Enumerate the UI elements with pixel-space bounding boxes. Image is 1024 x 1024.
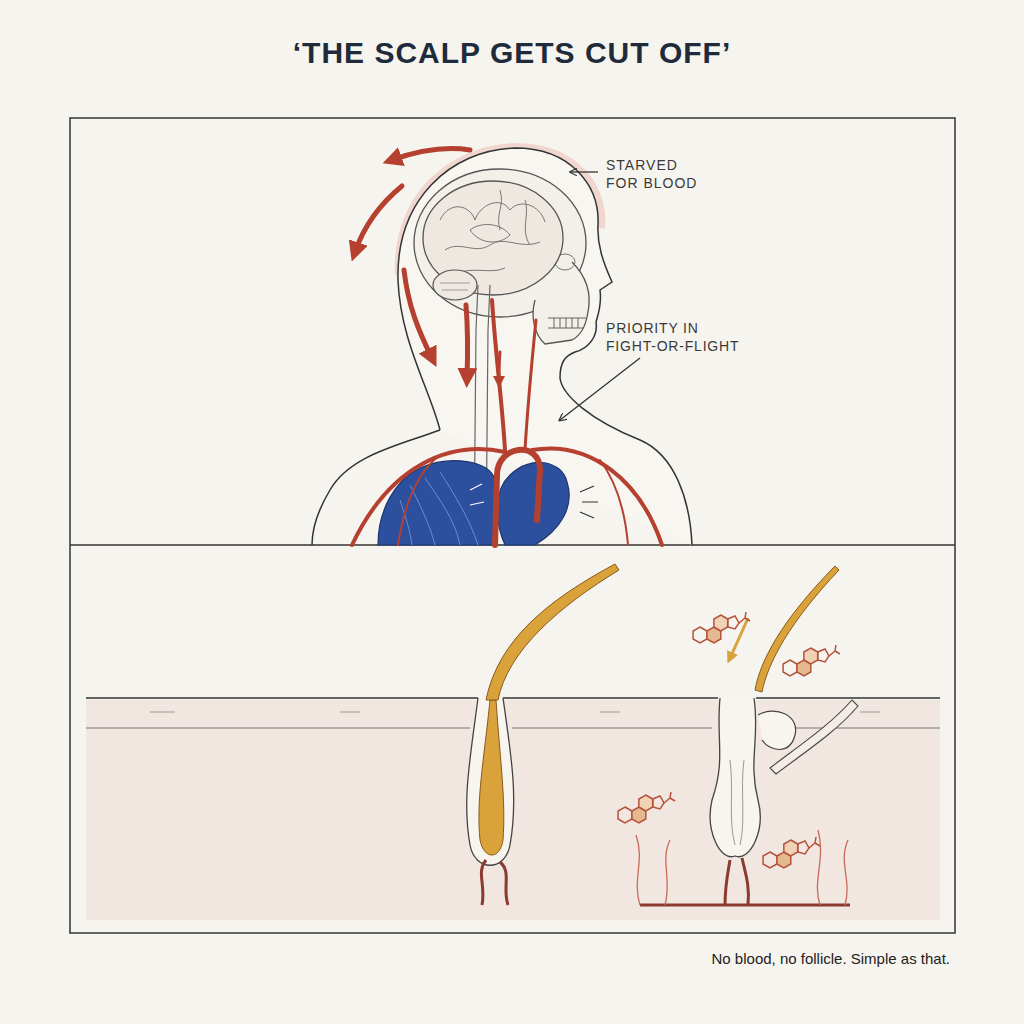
callout-label-box: PRIORITY IN FIGHT-OR-FLIGHT xyxy=(606,320,751,355)
title-box: ‘THE SCALP GETS CUT OFF’ xyxy=(0,34,1024,72)
caption: No blood, no follicle. Simple as that. xyxy=(560,950,950,969)
skin-section xyxy=(86,564,940,920)
leader-line xyxy=(571,171,598,172)
leader-line xyxy=(560,358,640,420)
title: ‘THE SCALP GETS CUT OFF’ xyxy=(0,34,1024,72)
caption-box: No blood, no follicle. Simple as that. xyxy=(560,950,950,969)
frame xyxy=(70,118,955,933)
callout-label: STARVED FOR BLOOD xyxy=(606,157,706,192)
callout-label-box: STARVED FOR BLOOD xyxy=(606,157,706,192)
callout-label: PRIORITY IN FIGHT-OR-FLIGHT xyxy=(606,320,751,355)
